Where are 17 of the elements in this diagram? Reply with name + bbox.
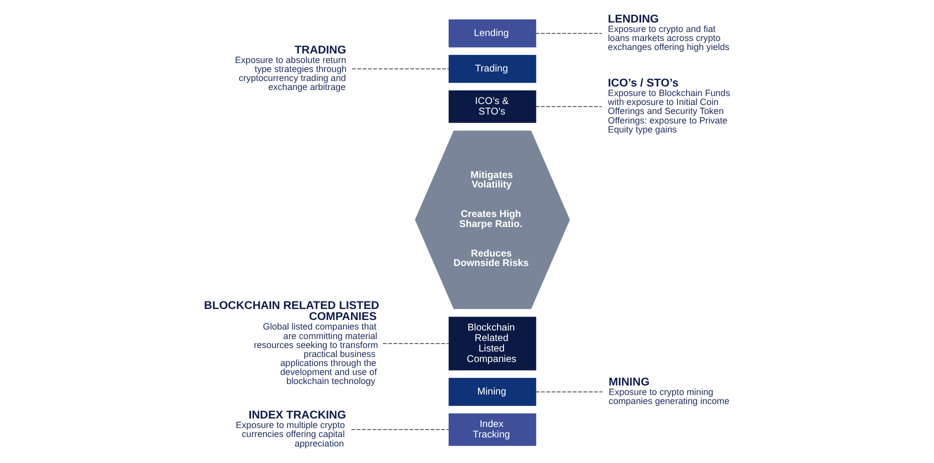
connector bbox=[350, 429, 449, 430]
connector bbox=[535, 106, 602, 107]
node-text: ICO’s / STO’s Exposure to Blockchain Funds with exposure to Initial Coin Offerings and Security Token Offerings: exposure to Private Equity type gains bbox=[607, 78, 730, 134]
node-text: LENDING Exposure to crypto and fiat loans markets across crypto exchanges offering high yields bbox=[607, 13, 729, 52]
node-box: Lending bbox=[448, 19, 536, 48]
connector bbox=[351, 68, 449, 70]
connector bbox=[382, 343, 449, 344]
node-text: MINING Exposure to crypto mining companies generating income bbox=[608, 376, 729, 406]
connector bbox=[535, 33, 602, 34]
node-text: INDEX TRACKING Exposure to multiple crypto currencies offering capital appreciation bbox=[235, 410, 346, 448]
node-box: Blockchain Related Listed Companies bbox=[448, 316, 536, 370]
node-box: Trading bbox=[448, 54, 536, 83]
node-text: BLOCKCHAIN RELATED LISTED COMPANIES Global listed companies that are committing material resources seeking to transform practical business applications through the development and use of blockchain technology bbox=[204, 300, 379, 386]
node-box: Mining bbox=[448, 378, 536, 406]
node-text: TRADING Exposure to absolute return type strategies through cryptocurrency trading and exchange arbitrage bbox=[234, 44, 346, 92]
node-box: Index Tracking bbox=[448, 413, 536, 446]
node-box: ICO’s & STO’s bbox=[448, 90, 536, 123]
